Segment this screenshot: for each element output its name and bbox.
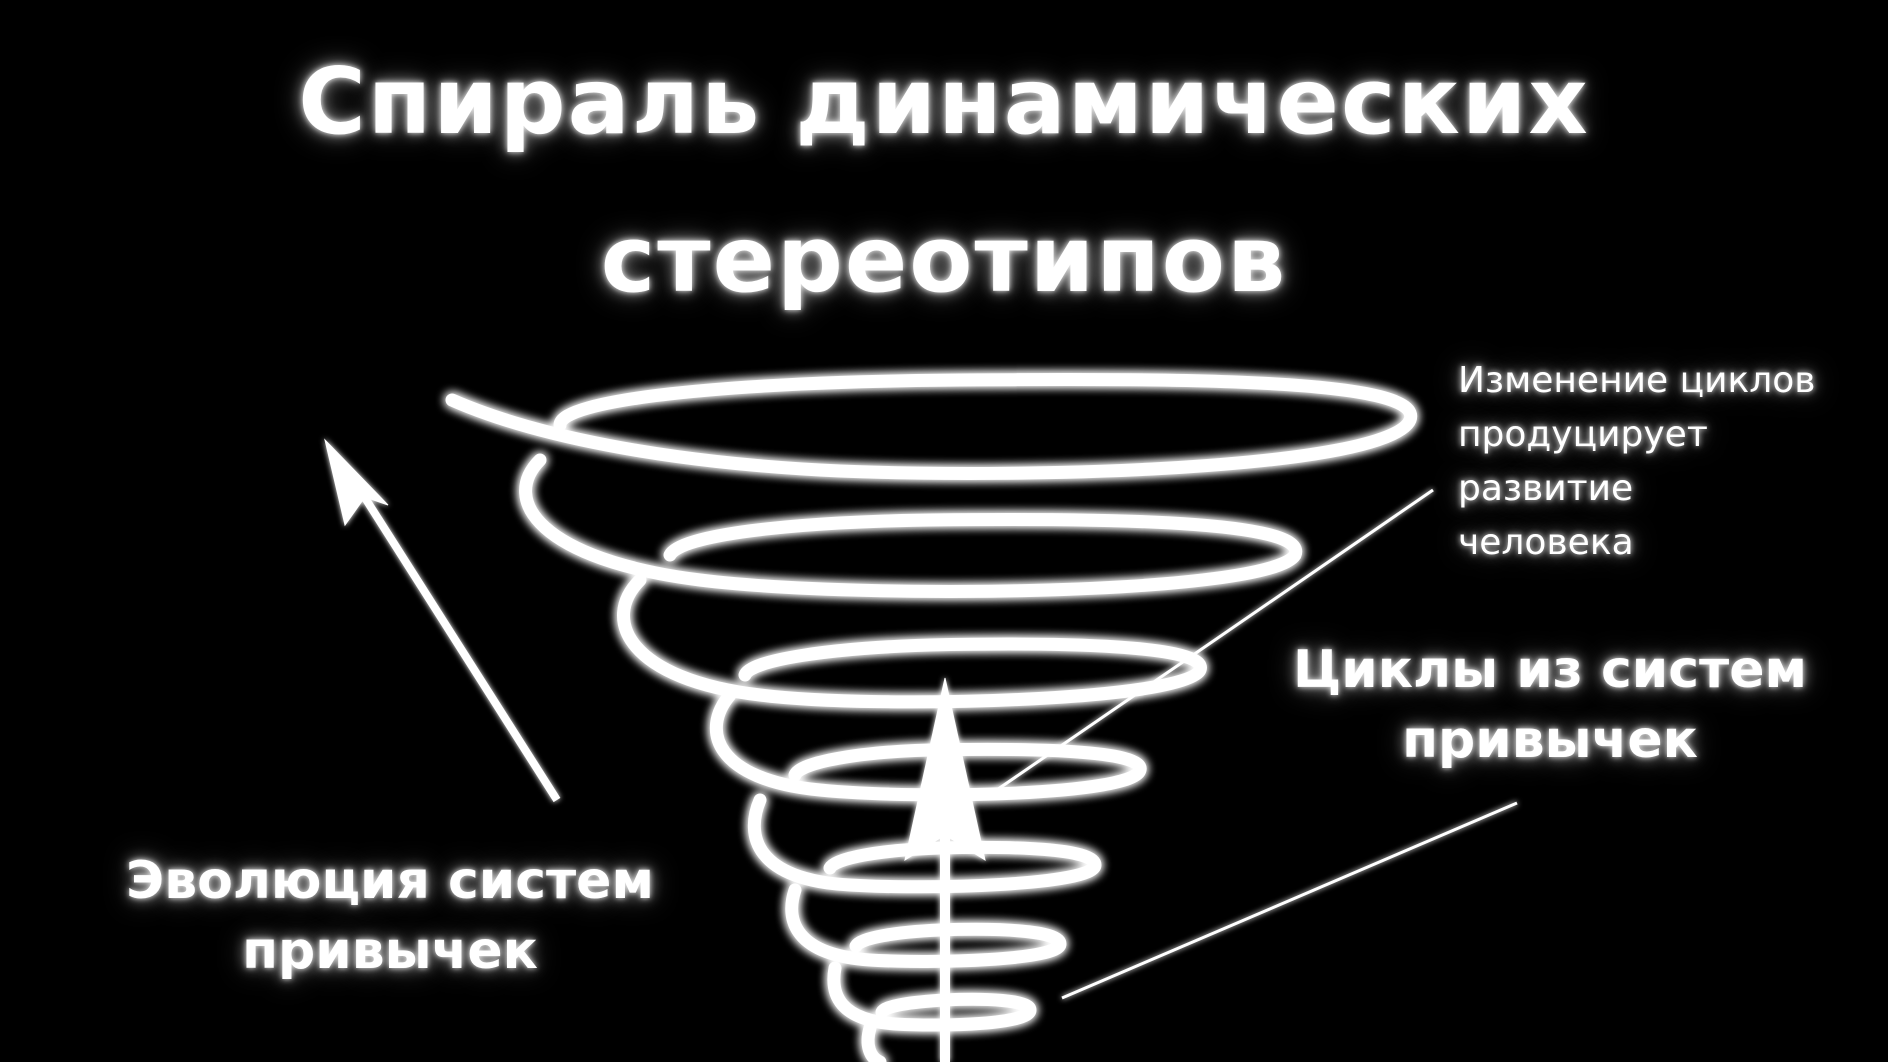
spiral-coil bbox=[519, 453, 1303, 598]
change-cycles-label-line: продуцирует bbox=[1458, 414, 1708, 455]
change-cycles-label: Изменение циклов продуцирует развитие че… bbox=[1458, 354, 1878, 570]
evolution-label-line: привычек bbox=[242, 921, 538, 981]
central-arrow bbox=[904, 677, 986, 1062]
habit-cycles-label: Циклы из систем привычек bbox=[1280, 635, 1820, 775]
habit-cycles-label-line: привычек bbox=[1402, 710, 1698, 770]
change-cycles-pointer bbox=[987, 488, 1434, 798]
evolution-arrow bbox=[324, 438, 561, 803]
diagram-title-line-1: Спираль динамических bbox=[298, 48, 1590, 155]
evolution-label: Эволюция систем привычек bbox=[40, 846, 740, 986]
habit-cycles-label-line: Циклы из систем bbox=[1293, 640, 1807, 700]
spiral-coil bbox=[861, 1021, 887, 1062]
spiral-coil bbox=[827, 961, 1037, 1032]
spiral-coil bbox=[785, 883, 1067, 968]
diagram-title-line-2: стереотипов bbox=[600, 206, 1288, 313]
spiral-coil bbox=[617, 573, 1207, 709]
habit-cycles-pointer bbox=[1061, 801, 1518, 1000]
spiral-coil bbox=[445, 372, 1418, 480]
spiral-coil bbox=[709, 688, 1147, 802]
change-cycles-label-line: Изменение циклов bbox=[1458, 360, 1816, 401]
change-cycles-label-line: человека bbox=[1458, 522, 1634, 563]
evolution-label-line: Эволюция систем bbox=[126, 851, 654, 911]
change-cycles-label-line: развитие bbox=[1458, 468, 1634, 509]
spiral-coils bbox=[445, 372, 1418, 1062]
